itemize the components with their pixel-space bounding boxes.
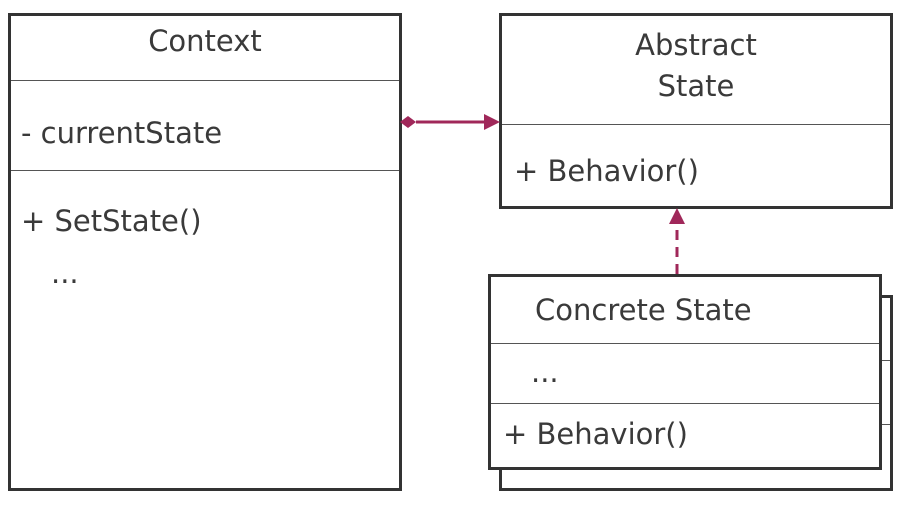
abstract-state-class: Abstract State + Behavior() [499, 13, 893, 209]
abstract-state-method: + Behavior() [514, 154, 699, 188]
concrete-state-divider-top [491, 343, 879, 344]
concrete-state-attribute: ... [531, 355, 559, 389]
realization-arrowhead [669, 208, 685, 224]
composition-arrowhead [484, 114, 500, 130]
context-attribute: - currentState [21, 116, 223, 150]
context-method: + SetState() [21, 204, 202, 238]
concrete-state-divider-bottom [491, 403, 879, 404]
abstract-state-divider [502, 124, 890, 125]
concrete-state-name: Concrete State [535, 293, 752, 327]
context-class: Context - currentState + SetState() ... [8, 13, 402, 491]
abstract-state-name-line2: State [657, 69, 735, 103]
concrete-state-class: Concrete State ... + Behavior() [488, 274, 882, 470]
context-divider-bottom [11, 170, 399, 171]
concrete-state-method: + Behavior() [503, 417, 688, 451]
context-divider-top [11, 80, 399, 81]
abstract-state-name-line1: Abstract [635, 28, 757, 62]
composition-diamond [400, 116, 416, 128]
context-ellipsis: ... [51, 256, 79, 290]
context-class-name: Context [148, 24, 262, 58]
